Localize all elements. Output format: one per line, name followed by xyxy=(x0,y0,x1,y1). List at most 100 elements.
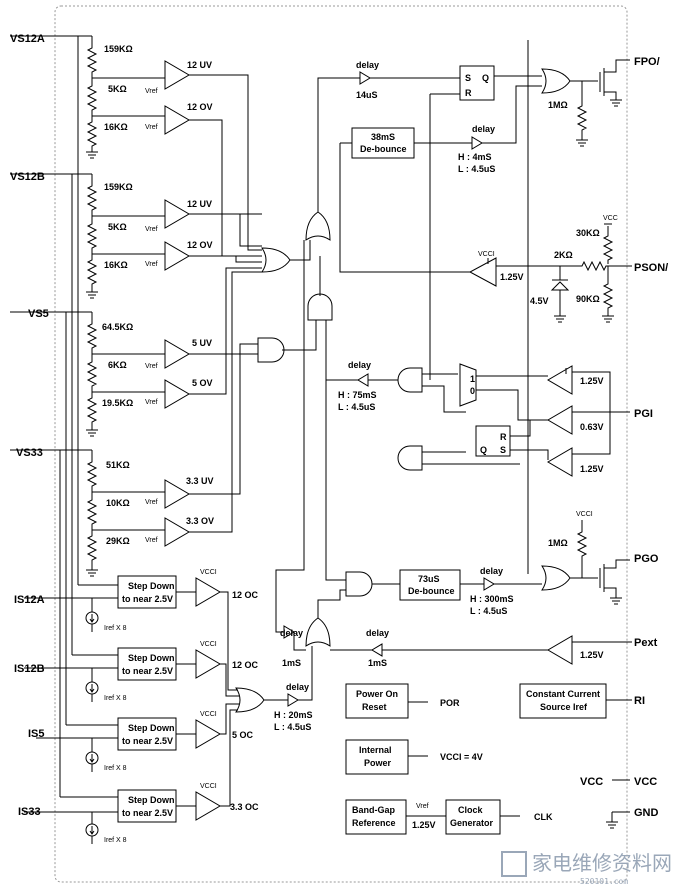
svg-text:Vref: Vref xyxy=(145,537,158,544)
svg-text:H : 20mS: H : 20mS xyxy=(274,710,313,720)
or-gate-oc-combine: delay H : 20mS L : 4.5uS xyxy=(220,591,313,807)
delay-1ms-b: delay 1mS xyxy=(330,628,548,668)
svg-text:73uS: 73uS xyxy=(418,574,440,584)
svg-text:Vref: Vref xyxy=(145,499,158,506)
svg-text:H : 4mS: H : 4mS xyxy=(458,152,492,162)
comparator-label: 5 OV xyxy=(192,378,213,388)
vcc-gnd-pins: VCC VCC GND xyxy=(580,776,659,829)
pin-vcc: VCC xyxy=(634,776,657,788)
svg-text:0: 0 xyxy=(470,386,475,396)
or-gate-oc xyxy=(305,589,346,647)
pin-is5: IS5 xyxy=(28,728,45,740)
svg-text:Step Down: Step Down xyxy=(128,723,175,733)
svg-text:12 OC: 12 OC xyxy=(232,660,259,670)
res-label: 64.5KΩ xyxy=(102,322,133,332)
svg-text:Q: Q xyxy=(480,445,487,455)
svg-text:L : 4.5uS: L : 4.5uS xyxy=(338,402,375,412)
svg-text:1.25V: 1.25V xyxy=(412,820,436,830)
comparator-label: 12 UV xyxy=(187,60,212,70)
svg-text:delay: delay xyxy=(480,566,503,576)
and-gate-center xyxy=(307,293,333,321)
comparator-12uv-a: Vref 12 UV xyxy=(145,60,212,95)
svg-text:Step Down: Step Down xyxy=(128,795,175,805)
current-sense-33: Step Down to near 2.5V Iref X 8 VCCI 3.3… xyxy=(24,783,259,844)
svg-text:delay: delay xyxy=(366,628,389,638)
svg-text:Internal: Internal xyxy=(359,745,392,755)
comparator-label: 3.3 UV xyxy=(186,476,214,486)
svg-text:5 OC: 5 OC xyxy=(232,730,254,740)
svg-text:Q: Q xyxy=(482,73,489,83)
svg-text:4.5V: 4.5V xyxy=(530,296,549,306)
svg-text:De-bounce: De-bounce xyxy=(360,144,407,154)
pin-vs5: VS5 xyxy=(28,308,49,320)
svg-text:VCCI: VCCI xyxy=(200,641,217,648)
pin-ri: RI xyxy=(634,695,645,707)
svg-text:delay: delay xyxy=(356,60,379,70)
svg-text:Power On: Power On xyxy=(356,689,398,699)
svg-text:Vref: Vref xyxy=(145,261,158,268)
debounce-38ms: 38mS De-bounce delay H : 4mS L : 4.5uS xyxy=(339,85,542,273)
pin-is12b: IS12B xyxy=(14,663,45,675)
delay-75ms: delay H : 75mS L : 4.5uS xyxy=(338,360,398,412)
pin-gnd: GND xyxy=(634,807,659,819)
current-sense-5: Step Down to near 2.5V Iref X 8 VCCI 5 O… xyxy=(36,711,254,772)
svg-text:VCC: VCC xyxy=(603,215,618,222)
divider-vs5: 64.5KΩ 6KΩ 19.5KΩ xyxy=(85,312,165,437)
svg-text:H : 75mS: H : 75mS xyxy=(338,390,377,400)
svg-text:3.3 OC: 3.3 OC xyxy=(230,802,259,812)
pin-fpo: FPO/ xyxy=(634,56,660,68)
svg-text:90KΩ: 90KΩ xyxy=(576,294,600,304)
comparator-12ov-b: Vref 12 OV xyxy=(145,240,213,271)
svg-text:to near 2.5V: to near 2.5V xyxy=(122,666,173,676)
res-label: 6KΩ xyxy=(108,360,127,370)
svg-text:12 OC: 12 OC xyxy=(232,590,259,600)
svg-text:Generator: Generator xyxy=(450,818,494,828)
svg-text:VCCI: VCCI xyxy=(478,251,495,258)
svg-text:Iref X 8: Iref X 8 xyxy=(104,625,127,632)
svg-text:14uS: 14uS xyxy=(356,90,378,100)
pin-pgo: PGO xyxy=(634,553,659,565)
svg-text:CLK: CLK xyxy=(534,812,553,822)
comparator-33ov: Vref 3.3 OV xyxy=(145,516,214,547)
comparator-12ov-a: Vref 12 OV xyxy=(145,102,213,135)
debounce-73us: 73uS De-bounce delay H : 300mS L : 4.5uS xyxy=(399,566,542,616)
pin-vs12a: VS12A xyxy=(10,33,45,45)
svg-text:Constant Current: Constant Current xyxy=(526,689,600,699)
or-gate-fault xyxy=(305,211,331,241)
svg-text:VCCI: VCCI xyxy=(200,711,217,718)
delay-14us: delay 14uS xyxy=(356,60,460,100)
svg-text:L : 4.5uS: L : 4.5uS xyxy=(458,164,495,174)
pgo-output-stage: VCCI 1MΩ PGO xyxy=(527,40,659,605)
svg-text:Band-Gap: Band-Gap xyxy=(352,805,396,815)
svg-text:VCCI: VCCI xyxy=(200,569,217,576)
pgi-comparators: 1.25V 0.63V 1.25V PGI xyxy=(547,365,653,477)
svg-text:delay: delay xyxy=(348,360,371,370)
svg-text:Reference: Reference xyxy=(352,818,396,828)
svg-text:1mS: 1mS xyxy=(368,658,387,668)
comparator-label: 12 OV xyxy=(187,102,213,112)
central-wires xyxy=(275,77,360,633)
svg-text:Reset: Reset xyxy=(362,702,387,712)
constant-current-block: Constant Current Source Iref RI xyxy=(519,683,645,719)
svg-text:R: R xyxy=(500,432,507,442)
svg-text:1mS: 1mS xyxy=(282,658,301,668)
svg-text:Vref: Vref xyxy=(145,399,158,406)
comparator-label: 3.3 OV xyxy=(186,516,214,526)
svg-text:Iref X 8: Iref X 8 xyxy=(104,837,127,844)
svg-text:H : 300mS: H : 300mS xyxy=(470,594,514,604)
svg-text:Clock: Clock xyxy=(458,805,484,815)
res-label: 5KΩ xyxy=(108,222,127,232)
and-gate-75 xyxy=(397,367,466,413)
svg-text:Vref: Vref xyxy=(145,363,158,370)
svg-text:Step Down: Step Down xyxy=(128,581,175,591)
svg-text:Vref: Vref xyxy=(145,226,158,233)
svg-text:S: S xyxy=(465,73,471,83)
res-label: 51KΩ xyxy=(106,460,130,470)
res-label: 10KΩ xyxy=(106,498,130,508)
svg-text:1.25V: 1.25V xyxy=(500,272,524,282)
divider-vs12a: 159KΩ 5KΩ 16KΩ xyxy=(85,36,165,159)
fpo-output-stage: 1MΩ FPO/ xyxy=(541,56,660,147)
delay-1ms-a: delay 1mS xyxy=(280,625,306,668)
res-label: 159KΩ xyxy=(104,182,133,192)
